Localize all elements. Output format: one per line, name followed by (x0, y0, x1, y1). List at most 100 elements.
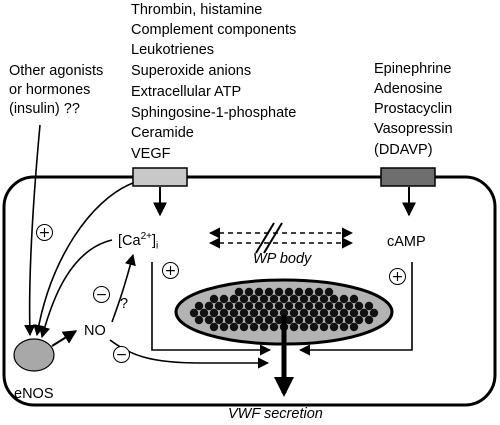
granule (299, 294, 309, 304)
granule (229, 322, 239, 332)
no-label: NO (84, 323, 106, 339)
granule (209, 294, 219, 304)
granule (279, 294, 289, 304)
granule (309, 322, 319, 332)
receptor-left (132, 167, 188, 187)
right-agonist-5: (DDAVP) (374, 142, 433, 158)
granule (239, 308, 249, 318)
granule (304, 315, 314, 325)
granule (319, 322, 329, 332)
granule (269, 322, 279, 332)
granule (219, 322, 229, 332)
granule (324, 315, 334, 325)
minus-sign-no-secretion: − (113, 346, 130, 363)
calcium-base: [Ca (118, 232, 141, 249)
top-agonist-8: VEGF (131, 146, 171, 162)
granule (364, 301, 374, 311)
granule (219, 294, 229, 304)
granule (274, 287, 284, 297)
granule (259, 308, 269, 318)
granule (249, 322, 259, 332)
granule (254, 315, 264, 325)
granule (334, 315, 344, 325)
granule (334, 301, 344, 311)
granule (224, 301, 234, 311)
granule (314, 301, 324, 311)
right-agonist-3: Prostacyclin (374, 101, 453, 117)
granule (324, 301, 334, 311)
granule (264, 301, 274, 311)
vwf-secretion-label: VWF secretion (228, 406, 323, 422)
calcium-close: ] (151, 232, 157, 249)
granule (329, 308, 339, 318)
calcium-sup: 2+ (140, 231, 152, 242)
arrow-vegf-to-enos (33, 182, 134, 337)
granule (329, 322, 339, 332)
question-mark: ? (120, 296, 129, 312)
granule (204, 315, 214, 325)
granule (324, 287, 334, 297)
granule (309, 294, 319, 304)
granule (189, 308, 199, 318)
granule (354, 301, 364, 311)
top-agonist-3: Leukotrienes (131, 42, 215, 58)
granule (229, 308, 239, 318)
top-agonist-2: Complement components (131, 22, 297, 38)
camp-label: cAMP (387, 234, 426, 250)
granule (214, 315, 224, 325)
granule (349, 294, 359, 304)
granule (224, 315, 234, 325)
granule (349, 322, 359, 332)
receptor-right (380, 167, 436, 187)
arrow-ca-to-enos (39, 239, 113, 339)
left-agonist-line-3: (insulin) ?? (9, 101, 80, 117)
enos-label: eNOS (14, 386, 54, 402)
granule (264, 287, 274, 297)
left-agonist-line-2: or hormones (9, 82, 91, 98)
granule (259, 322, 269, 332)
granule (194, 315, 204, 325)
granule (244, 315, 254, 325)
granule (304, 287, 314, 297)
granule (339, 294, 349, 304)
granule (244, 301, 254, 311)
granule (239, 294, 249, 304)
granule (239, 322, 249, 332)
cell-membrane (2, 175, 497, 407)
granule (319, 294, 329, 304)
top-agonist-4: Superoxide anions (131, 63, 252, 79)
granule (234, 301, 244, 311)
granule (269, 294, 279, 304)
granule (284, 315, 294, 325)
granule (249, 308, 259, 318)
granule (289, 308, 299, 318)
granule (339, 308, 349, 318)
granule (349, 308, 359, 318)
granule (284, 287, 294, 297)
granule (314, 287, 324, 297)
granule (359, 308, 369, 318)
granule (294, 287, 304, 297)
granule (309, 308, 319, 318)
top-agonist-6: Sphingosine-1-phosphate (131, 105, 297, 121)
block-slash-2 (263, 222, 283, 254)
plus-sign-camp: + (389, 268, 406, 285)
granule (339, 322, 349, 332)
enos-ellipse (13, 338, 55, 372)
arrow-no-to-secretion (109, 339, 270, 369)
granule (329, 294, 339, 304)
right-agonist-1: Epinephrine (374, 61, 452, 77)
calcium-label: [Ca2+]i (118, 228, 158, 256)
right-agonist-2: Adenosine (374, 81, 443, 97)
arrow-other-agonists-to-enos (24, 124, 41, 337)
top-agonist-7: Ceramide (131, 125, 194, 141)
right-agonist-4: Vasopressin (374, 121, 453, 137)
arrow-no-to-ca (111, 253, 136, 323)
plus-sign-left: + (36, 224, 53, 241)
wp-granules (189, 287, 379, 332)
granule (344, 315, 354, 325)
granule (304, 301, 314, 311)
granule (194, 301, 204, 311)
